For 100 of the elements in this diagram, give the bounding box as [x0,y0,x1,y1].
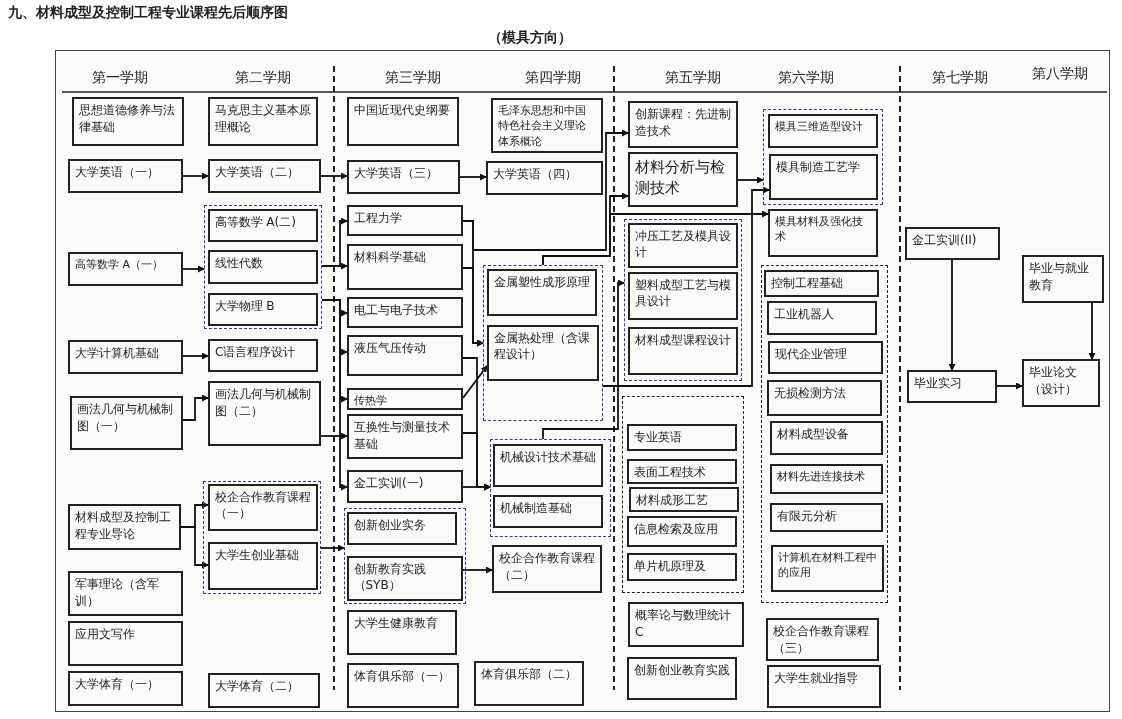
course-box [207,292,318,326]
course-name: 大学生健康教育 [354,616,438,630]
course-box [208,97,318,146]
course-name: 概率论与数理统计 C [635,608,731,639]
course-name: 大学生就业指导 [774,671,858,685]
semester-header: 第二学期 [235,69,291,87]
course-name: 金属塑性成形原理 [493,274,590,289]
course-box [626,458,737,484]
course-name: 无损检测方法 [773,385,846,400]
course-name: 传热学 [354,394,387,407]
course-name: 体育俱乐部（一） [354,669,450,683]
course-box [1022,255,1104,303]
course-box [347,205,463,236]
course-name: 金工实训(一) [354,476,424,490]
arrow-connector [320,432,348,440]
course-box [347,470,463,503]
course-name: 金工实训(II) [912,233,977,247]
course-box [208,381,321,446]
course-name: 画法几何与机械制图（二） [215,387,311,418]
dashed-group-frame [622,396,744,593]
course-name: 创新课程：先进制造技术 [635,107,731,138]
course-box [628,152,738,207]
dashed-group-frame [761,265,888,603]
course-box [347,663,459,708]
course-name: 校企合作教育课程（三） [773,624,869,655]
course-box [346,511,457,545]
dashed-group-frame [763,109,883,205]
course-box [627,271,738,320]
course-box [491,98,603,153]
course-box [68,159,183,193]
course-name: C语言程序设计 [215,345,296,359]
course-name: 创新创业实务 [353,517,426,532]
course-name: 模具制造工艺学 [775,159,860,174]
course-box [492,494,603,528]
course-box [626,552,737,581]
course-name: 大学生创业基础 [214,547,299,562]
course-name: 思想道德修养与法律基础 [79,103,175,134]
arrow-connector [996,382,1023,390]
course-name: 高等数学 A(二) [214,214,296,229]
course-box [70,396,183,450]
course-box [68,671,183,706]
course-name: 专业英语 [633,429,682,444]
course-box [486,324,599,381]
course-box [907,370,997,403]
arrow-connector [462,267,484,347]
course-name: 模具材料及强化技术 [775,215,863,244]
course-box [626,515,737,547]
course-box [770,544,884,592]
course-name: 军事理论（含军训） [75,577,159,608]
course-box [769,420,883,455]
course-name: 应用文写作 [75,627,135,641]
course-box [1022,359,1100,407]
course-box [207,208,318,242]
course-name: 机械制造基础 [499,500,572,515]
course-name: 工业机器人 [773,306,834,321]
course-name: 大学英语（三） [354,166,438,180]
course-box [766,379,882,416]
arrow-connector [320,544,345,552]
course-box [68,571,183,616]
course-name: 材料先进连接技术 [776,469,865,483]
course-box [628,486,739,512]
semester-header: 第三学期 [385,69,441,87]
course-name: 大学计算机基础 [75,346,159,360]
course-name: 材料成形工艺 [635,492,708,507]
course-box [208,339,318,372]
course-name: 金属热处理（含课程设计） [493,330,590,362]
course-name: 材料科学基础 [354,250,426,264]
course-box [207,483,318,531]
course-name: 高等数学 A（一） [75,258,164,271]
dashed-group-frame [344,508,466,604]
course-name: 马克思主义基本原理概论 [215,103,311,134]
semester-header: 第一学期 [92,69,148,87]
dashed-group-frame [490,439,611,537]
arrow-connector [182,172,209,180]
course-name: 大学英语（一） [75,165,159,179]
course-name: 线性代数 [214,255,263,270]
course-box [474,661,584,706]
arrow-connector [320,172,348,180]
course-name: 大学英语（二） [215,165,299,179]
course-box [347,335,463,376]
course-name: 计算机在材料工程中的应用 [777,550,877,579]
course-name: 信息检索及应用 [633,521,718,536]
course-name: 控制工程基础 [770,275,843,290]
course-name: 互换性与测量技术基础 [354,420,450,451]
course-box [347,244,463,290]
arrow-connector [459,173,487,181]
course-box [347,610,457,655]
course-name: 毕业实习 [914,376,962,390]
semester-header: 第四学期 [525,69,581,87]
course-box [767,665,881,708]
arrow-connector [542,210,769,266]
course-name: 创新教育实践（SYB） [353,561,426,593]
arrow-connector [462,365,488,399]
course-box [628,101,738,148]
course-name: 材料成型设备 [776,426,849,441]
course-name: 现代企业管理 [774,346,847,361]
course-name: 塑料成型工艺与模具设计 [634,277,731,309]
arrow-connector [542,279,625,440]
arrow-connector [462,129,629,251]
course-box [347,388,463,410]
